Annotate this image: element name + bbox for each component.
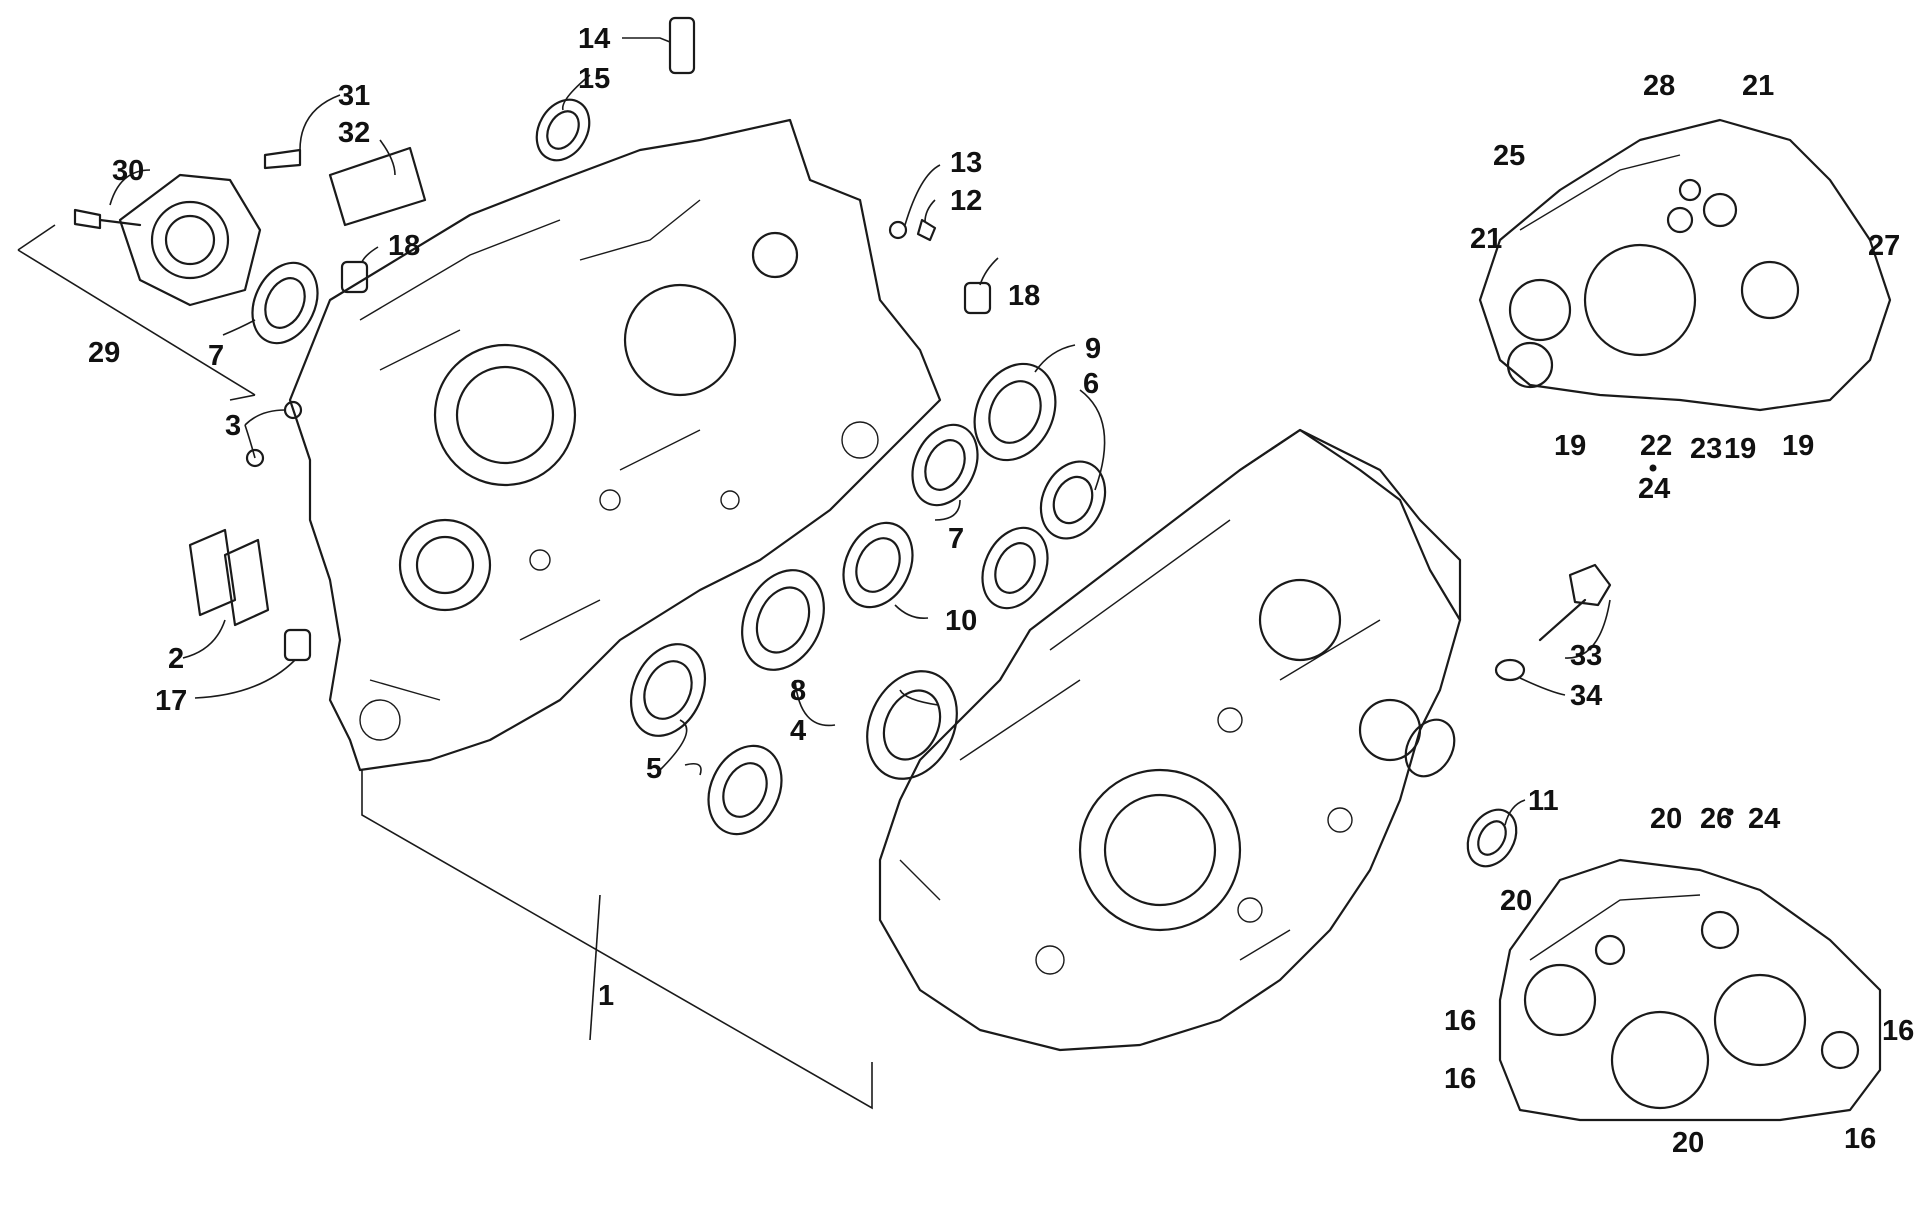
callout-16-b: 16: [1444, 1063, 1476, 1095]
callout-31: 31: [338, 80, 370, 112]
bearing-upper-left: [251, 261, 319, 345]
right-crankcase-half: [878, 428, 1462, 1052]
callout-6: 6: [1083, 368, 1099, 400]
callout-1: 1: [598, 980, 614, 1012]
callout-2: 2: [168, 643, 184, 675]
callout-24-b: 24: [1748, 803, 1780, 835]
callout-21-b: 21: [1470, 223, 1502, 255]
callout-23: 23: [1690, 433, 1722, 465]
callout-8: 8: [790, 675, 806, 707]
callout-22: 22: [1640, 430, 1672, 462]
bracket-lines: [17, 224, 873, 1110]
callout-20-b: 20: [1500, 885, 1532, 917]
callout-7-center: 7: [948, 523, 964, 555]
callout-16-c: 16: [1882, 1015, 1914, 1047]
callout-3: 3: [225, 410, 241, 442]
callout-14: 14: [578, 23, 610, 55]
callout-11: 11: [1528, 785, 1559, 817]
oil-pump-cover: [73, 173, 262, 307]
center-bearings: [630, 362, 1107, 836]
callout-12: 12: [950, 185, 982, 217]
callout-19-a: 19: [1554, 430, 1586, 462]
callout-21-a: 21: [1742, 70, 1774, 102]
oil-seal: [1466, 808, 1518, 868]
callout-16-d: 16: [1844, 1123, 1876, 1155]
inset-crankcase-top: [1478, 118, 1892, 412]
bullet-dot: [1649, 464, 1657, 472]
inset-crankcase-bottom: [1498, 858, 1882, 1122]
callout-15: 15: [578, 63, 610, 95]
callout-10: 10: [945, 605, 977, 637]
callout-28: 28: [1643, 70, 1675, 102]
callout-7-left: 7: [208, 340, 224, 372]
dipstick: [1494, 563, 1612, 682]
bullet-dot: [1726, 808, 1734, 816]
callout-20-a: 20: [1650, 803, 1682, 835]
callout-5: 5: [646, 753, 662, 785]
callout-4: 4: [790, 715, 806, 747]
callout-18-right: 18: [1008, 280, 1040, 312]
callout-18-left: 18: [388, 230, 420, 262]
callout-32: 32: [338, 117, 370, 149]
callout-30: 30: [112, 155, 144, 187]
callout-13: 13: [950, 147, 982, 179]
left-crankcase-half: [288, 118, 942, 772]
callout-16-a: 16: [1444, 1005, 1476, 1037]
callout-24-a: 24: [1638, 473, 1670, 505]
callout-26: 26: [1700, 803, 1732, 835]
callout-29: 29: [88, 337, 120, 369]
callout-19-b: 19: [1724, 433, 1756, 465]
callout-17: 17: [155, 685, 187, 717]
callout-33: 33: [1570, 640, 1602, 672]
callout-20-c: 20: [1672, 1127, 1704, 1159]
callout-19-c: 19: [1782, 430, 1814, 462]
callout-25: 25: [1493, 140, 1525, 172]
callout-labels: 1 2 3 4 5 6 7 7 8 9 10 11 12 13 14 15 16…: [88, 23, 1914, 1159]
callout-27: 27: [1868, 230, 1900, 262]
leader-lines: [109, 37, 1611, 826]
callout-34: 34: [1570, 680, 1602, 712]
small-parts: [188, 16, 992, 662]
callout-9: 9: [1085, 333, 1101, 365]
